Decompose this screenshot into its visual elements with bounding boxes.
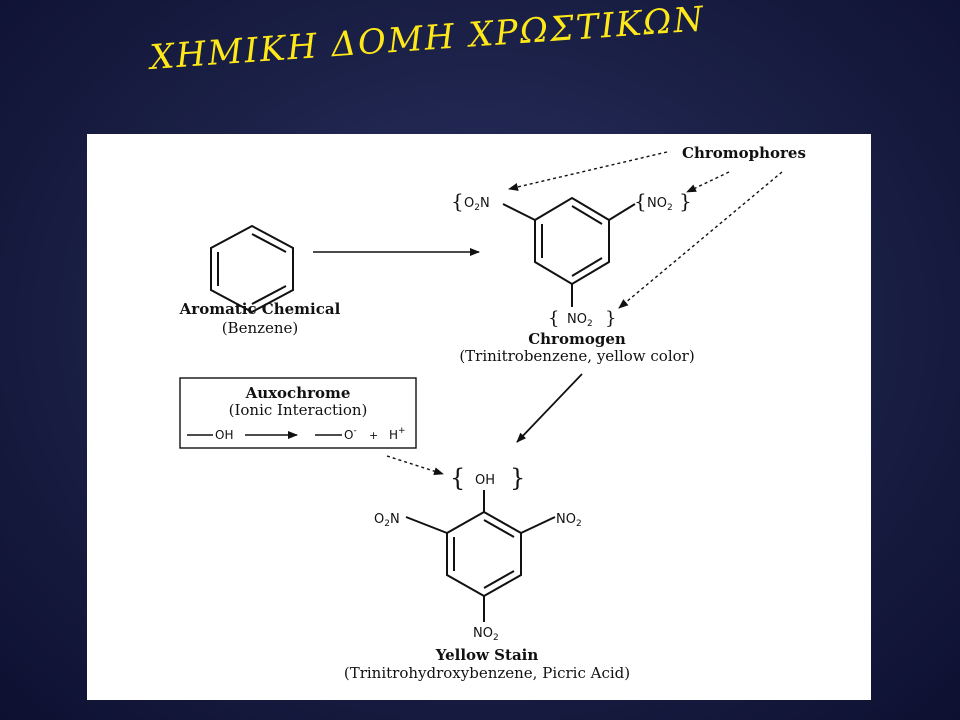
chromogen-group-left: O2N [464,196,490,213]
auxochrome-oh: OH [215,428,233,442]
chromogen-brace-bottom-close: } [605,308,616,329]
auxochrome-o-minus: O- [344,426,357,442]
stain-brace-open: { [450,464,465,492]
chromogen-group-bottom: NO2 [567,312,593,329]
chromogen-ring [502,196,636,307]
auxochrome-dashed-arrow [386,455,444,476]
auxochrome-sub: (Ionic Interaction) [229,401,368,419]
yellow-stain-name: Yellow Stain [435,646,539,664]
chromophores-label: Chromophores [682,144,806,162]
chromogen-brace-left-open: { [451,189,464,213]
chromogen-name: Chromogen [528,330,626,348]
slide-title: ΧΗΜΙΚΗ ΔΟΜΗ ΧΡΩΣΤΙΚΩΝ [148,0,707,78]
yellow-stain-ring [405,490,556,622]
yellow-stain-sub: (Trinitrohydroxybenzene, Picric Acid) [344,664,630,682]
auxochrome-box: Auxochrome (Ionic Interaction) OH O- + H… [179,377,417,449]
stain-brace-close: } [510,464,525,492]
aromatic-sub: (Benzene) [222,319,299,337]
auxochrome-h-plus: H+ [389,426,406,442]
stain-group-right: NO2 [556,512,582,529]
chromogen-sub: (Trinitrobenzene, yellow color) [459,347,694,365]
chromogen-brace-right-close: } [679,189,692,213]
aromatic-name: Aromatic Chemical [179,300,341,318]
chemistry-diagram: Aromatic Chemical (Benzene) { O2N { NO2 … [179,144,806,682]
chromogen-brace-right-open: { [634,189,647,213]
chromogen-brace-bottom-open: { [548,308,559,329]
stain-oh: OH [475,473,495,488]
diagram-panel: Aromatic Chemical (Benzene) { O2N { NO2 … [87,134,871,700]
benzene-ring [210,224,294,314]
stain-group-left: O2N [374,512,400,529]
auxochrome-plus: + [369,429,378,442]
chromophore-arrows [508,151,783,309]
stain-group-bottom: NO2 [473,626,499,643]
arrow-to-yellow-stain [516,373,583,443]
chromogen-group-right: NO2 [647,196,673,213]
auxochrome-title: Auxochrome [245,384,351,402]
